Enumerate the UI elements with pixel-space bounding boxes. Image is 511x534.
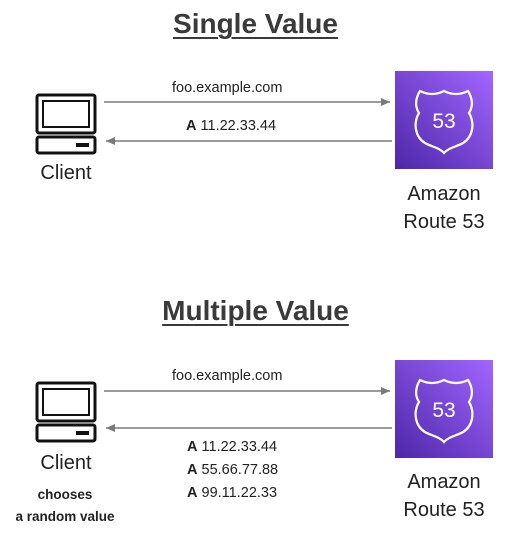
service-label-line1: Amazon xyxy=(407,183,481,205)
record-ip: 11.22.33.44 xyxy=(200,118,277,134)
record-ip: 55.66.77.88 xyxy=(201,462,279,478)
service-label-line2: Route 53 xyxy=(403,499,485,521)
client-note-line1: chooses xyxy=(37,487,93,502)
response-records: A 11.22.33.44 A 55.66.77.88 A 99.11.22.3… xyxy=(187,436,278,505)
record-type: A xyxy=(186,118,197,134)
service-label-line2: Route 53 xyxy=(403,211,485,233)
request-text: foo.example.com xyxy=(172,80,283,96)
client-label: Client xyxy=(40,452,92,474)
record-ip: 11.22.33.44 xyxy=(201,439,278,455)
record-type: A xyxy=(187,462,198,478)
client-note-line2: a random value xyxy=(15,509,115,524)
record-type: A xyxy=(187,439,198,455)
service-label: Amazon Route 53 xyxy=(384,468,504,524)
response-record: A 11.22.33.44 xyxy=(186,118,276,134)
single-value-title: Single Value xyxy=(173,8,338,39)
response-record: A 55.66.77.88 xyxy=(187,459,278,482)
record-ip: 99.11.22.33 xyxy=(201,485,278,501)
request-text: foo.example.com xyxy=(172,368,283,384)
response-record: A 11.22.33.44 xyxy=(187,436,278,459)
service-label-line1: Amazon xyxy=(407,471,481,493)
client-note: chooses a random value xyxy=(0,484,130,528)
computer-icon xyxy=(35,93,97,155)
multiple-value-title: Multiple Value xyxy=(162,295,349,326)
service-label: Amazon Route 53 xyxy=(384,180,504,236)
response-record: A 99.11.22.33 xyxy=(187,482,278,505)
route53-shield-icon: 53 xyxy=(395,71,493,169)
client-label: Client xyxy=(40,162,92,184)
badge-text: 53 xyxy=(432,399,455,422)
computer-icon xyxy=(35,381,97,443)
badge-text: 53 xyxy=(432,110,455,133)
record-type: A xyxy=(187,485,198,501)
route53-shield-icon: 53 xyxy=(395,360,493,458)
